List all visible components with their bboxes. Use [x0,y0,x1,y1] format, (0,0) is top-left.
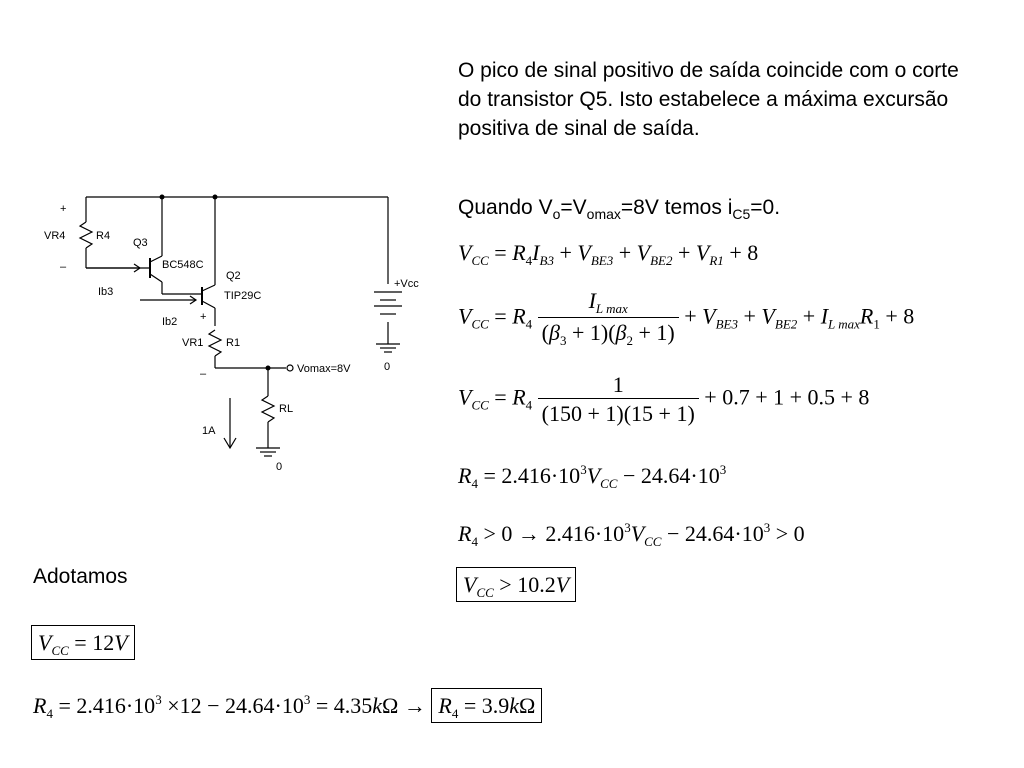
label-r4: R4 [96,230,110,242]
label-rl: RL [279,403,293,415]
equation-8: R4 = 2.416·103 ×12 − 24.64·103 = 4.35kΩ … [33,688,543,723]
quando-end: =0. [750,196,781,219]
equation-2: VCC = R4 IL max (β3 + 1)(β2 + 1) + VBE3 … [458,288,915,349]
equation-3: VCC = R4 1 (150 + 1)(15 + 1) + 0.7 + 1 +… [458,372,870,427]
label-tip29c: TIP29C [224,290,261,302]
label-ib3: Ib3 [98,286,113,298]
equation-2-fraction: IL max (β3 + 1)(β2 + 1) [537,288,679,349]
plus-r4: + [60,203,66,215]
label-r1: R1 [226,337,240,349]
label-vcc: +Vcc [394,278,419,290]
equation-5: R4 > 0 → 2.416·103VCC − 24.64·103 > 0 [458,520,805,549]
label-vr4: VR4 [44,230,65,242]
junction-dot [159,194,165,200]
equation-1: VCC = R4IB3 + VBE3 + VBE2 + VR1 + 8 [458,240,759,268]
quando-eq: =V [560,196,587,219]
minus-r4: – [60,261,67,273]
equation-6-boxed: VCC > 10.2V [456,567,577,602]
label-q3: Q3 [133,237,148,249]
label-bc548c: BC548C [162,259,204,271]
label-1a: 1A [202,425,216,437]
intro-paragraph: O pico de sinal positivo de saída coinci… [458,59,959,140]
junction-dot [265,365,271,371]
label-vr1: VR1 [182,337,203,349]
label-vomax: Vomax=8V [297,363,351,375]
quando-sub-o: o [552,206,561,223]
quando-sub-omax: omax [586,206,621,223]
label-ib2: Ib2 [162,316,177,328]
quando-mid: =8V temos i [620,196,733,219]
label-ground-0-rl: 0 [276,461,282,473]
adotamos-label: Adotamos [33,565,128,588]
minus-r1: – [200,368,207,380]
junction-dot [212,194,218,200]
quando-line: Quando Vo=Vomax=8V temos iC5=0. [458,193,780,229]
quando-sub-c5: C5 [732,206,751,223]
label-ground-0-vcc: 0 [384,361,390,373]
label-q2: Q2 [226,270,241,282]
plus-r1: + [200,311,206,323]
equation-3-fraction: 1 (150 + 1)(15 + 1) [537,372,699,427]
equation-4: R4 = 2.416·103VCC − 24.64·103 [458,462,727,491]
equation-7-boxed: VCC = 12V [31,625,135,660]
quando-prefix: Quando V [458,196,553,219]
circuit-schematic: + VR4 R4 – Q3 BC548C Ib3 Q2 TIP29C Ib2 +… [44,194,419,473]
